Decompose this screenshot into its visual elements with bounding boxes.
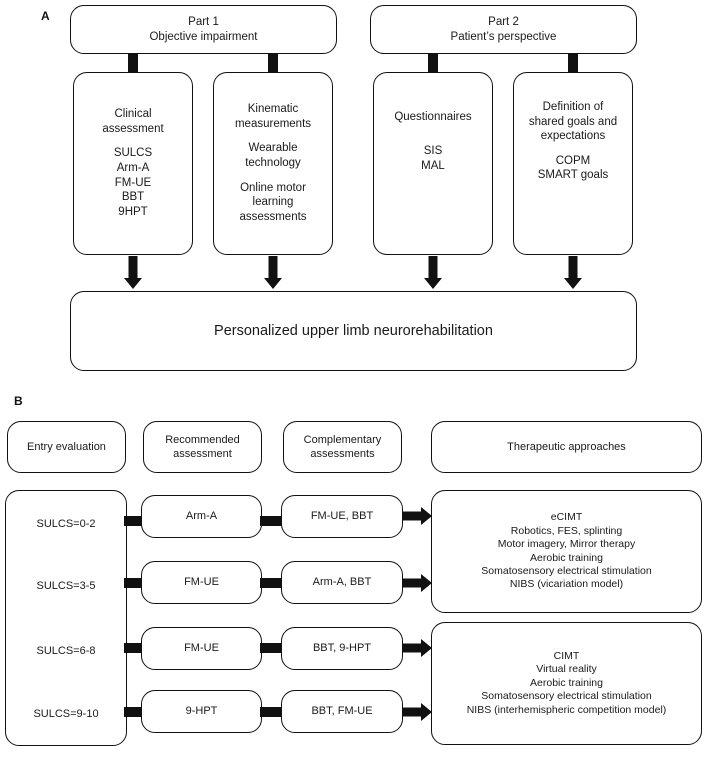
questionnaires-box: Questionnaires SIS MAL (373, 72, 493, 255)
kinematic-item-learning: learning (252, 196, 294, 209)
kinematic-item-online-motor: Online motor (240, 181, 306, 194)
kinematic-heading-line-2: measurements (234, 117, 312, 130)
spacer (220, 171, 326, 181)
spacer (80, 137, 186, 147)
part-2-box: Part 2 Patient’s perspective (370, 5, 637, 54)
goals-heading-line-1: Definition of (542, 100, 604, 113)
complementary-label-row-1: FM-UE, BBT (310, 510, 374, 523)
part-1-subtitle: Objective impairment (149, 30, 258, 43)
therapy-box-2: CIMT Virtual reality Aerobic training So… (431, 622, 702, 745)
connector-entry-to-recommended-row-4 (124, 707, 144, 717)
header-complementary-line-2: assessments (310, 448, 375, 460)
header-entry-evaluation-label: Entry evaluation (27, 440, 106, 453)
header-entry-evaluation: Entry evaluation (7, 421, 126, 473)
connector-entry-to-recommended-row-1 (124, 516, 144, 526)
recommended-cell-row-2: FM-UE (141, 561, 262, 604)
therapy-2-line-2: Virtual reality (536, 663, 597, 676)
questionnaires-heading: Questionnaires (394, 110, 472, 123)
kinematic-item-assessments: assessments (239, 211, 307, 224)
connector-recommended-to-complementary-row-4 (260, 707, 282, 717)
panel-a-label: A (41, 9, 50, 23)
recommended-cell-row-3: FM-UE (141, 627, 262, 670)
header-recommended-assessment: Recommended assessment (143, 421, 262, 473)
clinical-item-9hpt: 9HPT (118, 206, 148, 219)
connector-part1-clinical (128, 54, 138, 74)
complementary-label-row-3: BBT, 9-HPT (312, 642, 372, 655)
therapy-1-line-6: NIBS (vicariation model) (509, 578, 624, 591)
connector-entry-to-recommended-row-3 (124, 643, 144, 653)
clinical-heading-line-1: Clinical (114, 108, 152, 121)
header-complementary-line-1: Complementary (303, 433, 382, 446)
therapy-2-line-1: CIMT (553, 649, 580, 662)
questionnaires-item-sis: SIS (423, 144, 443, 157)
header-therapeutic-label: Therapeutic approaches (507, 440, 626, 453)
clinical-item-sulcs: SULCS (113, 147, 153, 160)
clinical-item-bbt: BBT (121, 191, 145, 204)
kinematic-heading-line-1: Kinematic (247, 103, 299, 116)
part-1-title: Part 1 (188, 15, 219, 28)
entry-level-2: SULCS=6-8 (36, 645, 96, 657)
outcome-label: Personalized upper limb neurorehabilitat… (214, 322, 493, 339)
recommended-label-row-3: FM-UE (184, 642, 219, 655)
header-recommended-line-1: Recommended (165, 433, 240, 446)
recommended-cell-row-4: 9-HPT (141, 690, 262, 733)
connector-part2-questionnaires (428, 54, 438, 74)
recommended-label-row-4: 9-HPT (185, 705, 218, 718)
connector-part2-goals (568, 54, 578, 74)
shared-goals-box: Definition of shared goals and expectati… (513, 72, 633, 255)
entry-level-1: SULCS=3-5 (36, 580, 96, 592)
connector-recommended-to-complementary-row-3 (260, 643, 282, 653)
therapy-2-line-3: Aerobic training (530, 676, 603, 689)
kinematic-item-wearable: Wearable (248, 142, 298, 155)
entry-level-3: SULCS=9-10 (33, 708, 99, 720)
header-therapeutic-approaches: Therapeutic approaches (431, 421, 702, 473)
complementary-label-row-4: BBT, FM-UE (311, 705, 373, 718)
complementary-cell-row-3: BBT, 9-HPT (281, 627, 403, 670)
therapy-2-line-5: NIBS (interhemispheric competition model… (466, 703, 667, 716)
spacer (380, 134, 486, 144)
therapy-1-line-2: Robotics, FES, splinting (510, 524, 623, 537)
goals-item-copm: COPM (555, 154, 591, 167)
spacer (520, 144, 626, 154)
questionnaires-item-mal: MAL (421, 159, 445, 172)
header-complementary-assessments: Complementary assessments (283, 421, 402, 473)
complementary-label-row-2: Arm-A, BBT (312, 576, 372, 589)
outcome-box: Personalized upper limb neurorehabilitat… (70, 291, 637, 371)
panel-b-label: B (14, 394, 23, 408)
therapy-1-line-3: Motor imagery, Mirror therapy (497, 538, 636, 551)
entry-evaluation-panel: SULCS=0-2 SULCS=3-5 SULCS=6-8 SULCS=9-10 (5, 490, 127, 746)
connector-part1-kinematic (268, 54, 278, 74)
therapy-1-line-4: Aerobic training (530, 551, 603, 564)
complementary-cell-row-4: BBT, FM-UE (281, 690, 403, 733)
therapy-1-line-5: Somatosensory electrical stimulation (481, 564, 652, 577)
spacer (380, 124, 486, 134)
header-recommended-line-2: assessment (173, 448, 232, 460)
therapy-1-line-1: eCIMT (550, 511, 583, 524)
kinematic-measurements-box: Kinematic measurements Wearable technolo… (213, 72, 333, 255)
recommended-label-row-2: FM-UE (184, 576, 219, 589)
goals-heading-line-2: shared goals and (528, 115, 618, 128)
therapy-box-1: eCIMT Robotics, FES, splinting Motor ima… (431, 490, 702, 613)
complementary-cell-row-2: Arm-A, BBT (281, 561, 403, 604)
clinical-item-arm-a: Arm-A (116, 162, 150, 175)
therapy-2-line-4: Somatosensory electrical stimulation (481, 690, 652, 703)
recommended-label-row-1: Arm-A (185, 510, 218, 523)
spacer (220, 132, 326, 142)
part-2-title: Part 2 (488, 15, 519, 28)
connector-recommended-to-complementary-row-1 (260, 516, 282, 526)
part-1-box: Part 1 Objective impairment (70, 5, 337, 54)
clinical-assessment-box: Clinical assessment SULCS Arm-A FM-UE BB… (73, 72, 193, 255)
entry-level-0: SULCS=0-2 (36, 518, 96, 530)
clinical-heading-line-2: assessment (102, 122, 164, 135)
part-2-subtitle: Patient’s perspective (450, 30, 557, 43)
connector-entry-to-recommended-row-2 (124, 578, 144, 588)
clinical-item-fm-ue: FM-UE (114, 176, 152, 189)
goals-heading-line-3: expectations (540, 130, 606, 143)
goals-item-smart: SMART goals (537, 169, 609, 182)
complementary-cell-row-1: FM-UE, BBT (281, 495, 403, 538)
kinematic-item-technology: technology (245, 157, 301, 170)
recommended-cell-row-1: Arm-A (141, 495, 262, 538)
connector-recommended-to-complementary-row-2 (260, 578, 282, 588)
